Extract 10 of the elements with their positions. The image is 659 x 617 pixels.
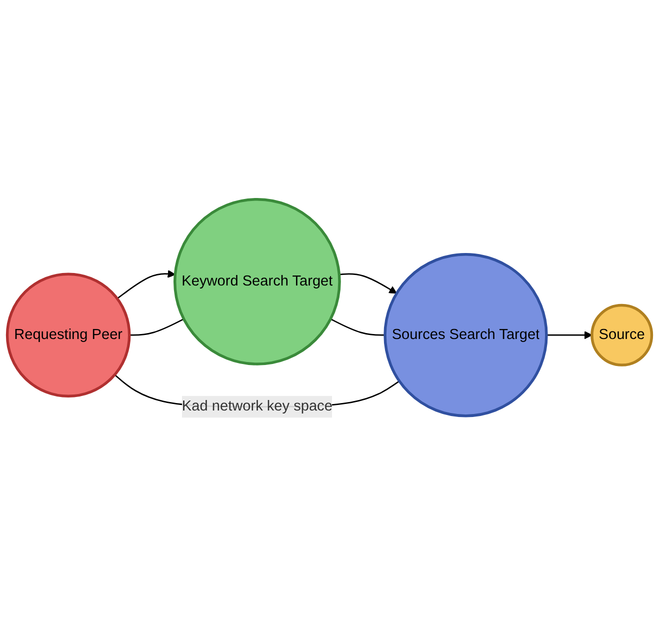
node-circle: Source	[590, 304, 654, 366]
arrow	[116, 270, 176, 300]
arrow	[339, 273, 398, 294]
connector	[330, 318, 385, 336]
node-circle: Sources Search Target	[384, 253, 548, 418]
arrow	[546, 331, 592, 340]
edge-label: Kad network key space	[182, 398, 332, 414]
node-circle: Keyword Search Target	[173, 198, 341, 366]
node-circle: Requesting Peer	[6, 272, 131, 398]
connector	[129, 318, 184, 336]
